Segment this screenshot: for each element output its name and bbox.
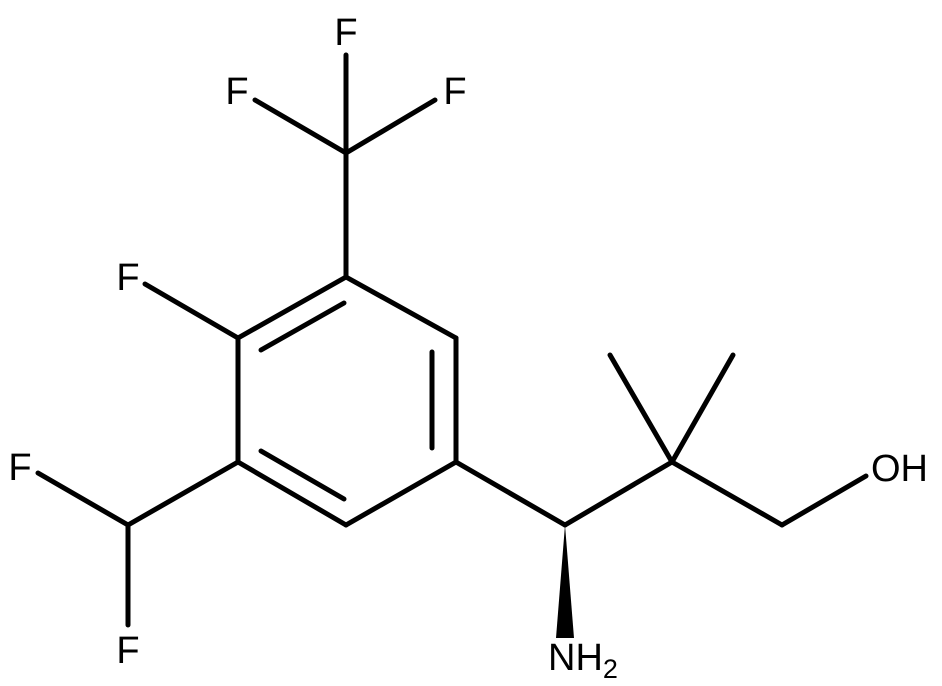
ring-bond-c1-c2	[343, 274, 459, 341]
fluorine-label-top: F	[334, 12, 357, 54]
bond-chf2-f-left	[35, 470, 131, 528]
bond-quaternary-methyl-left	[607, 352, 675, 465]
trifluoromethyl-group: F F F	[225, 12, 467, 280]
hydroxyl-label: OH	[871, 448, 928, 490]
ring-fluoro-substituent: F	[116, 257, 241, 341]
ring-bond-c4-c5-inner	[258, 448, 347, 502]
bond-quaternary-ch2	[669, 459, 785, 528]
bond-ring-chf2	[125, 459, 241, 528]
fluorine-label-top-right: F	[443, 71, 466, 113]
fluorine-label-top-left: F	[225, 71, 248, 113]
bond-cf3-f-right	[343, 97, 438, 156]
amine-label: NH2	[548, 637, 618, 684]
bond-ring-f	[142, 281, 241, 341]
fluorine-label-ring: F	[116, 257, 139, 299]
bond-quaternary-methyl-right	[669, 352, 736, 465]
wedge-bond-amine	[556, 525, 574, 638]
amine-label-main: NH	[548, 637, 603, 679]
bond-ring-chiral-carbon	[453, 459, 568, 528]
benzene-ring	[235, 274, 459, 528]
fluorine-label-chf2-bottom: F	[116, 630, 139, 672]
amino-alcohol-side-chain: OH NH2	[453, 352, 928, 684]
difluoromethyl-group: F F	[8, 447, 241, 672]
ring-bond-c6-c1	[235, 274, 349, 341]
fluorine-label-chf2-left: F	[8, 447, 31, 489]
bond-ch2-oh	[779, 473, 869, 528]
bond-cf3-f-left	[252, 97, 349, 156]
ring-bond-c3-c4	[343, 459, 459, 528]
ring-bond-c6-c1-inner	[258, 300, 347, 353]
bond-chiral-quaternary	[562, 459, 675, 528]
amine-label-subscript: 2	[603, 654, 618, 684]
ring-bond-c4-c5	[235, 459, 349, 528]
